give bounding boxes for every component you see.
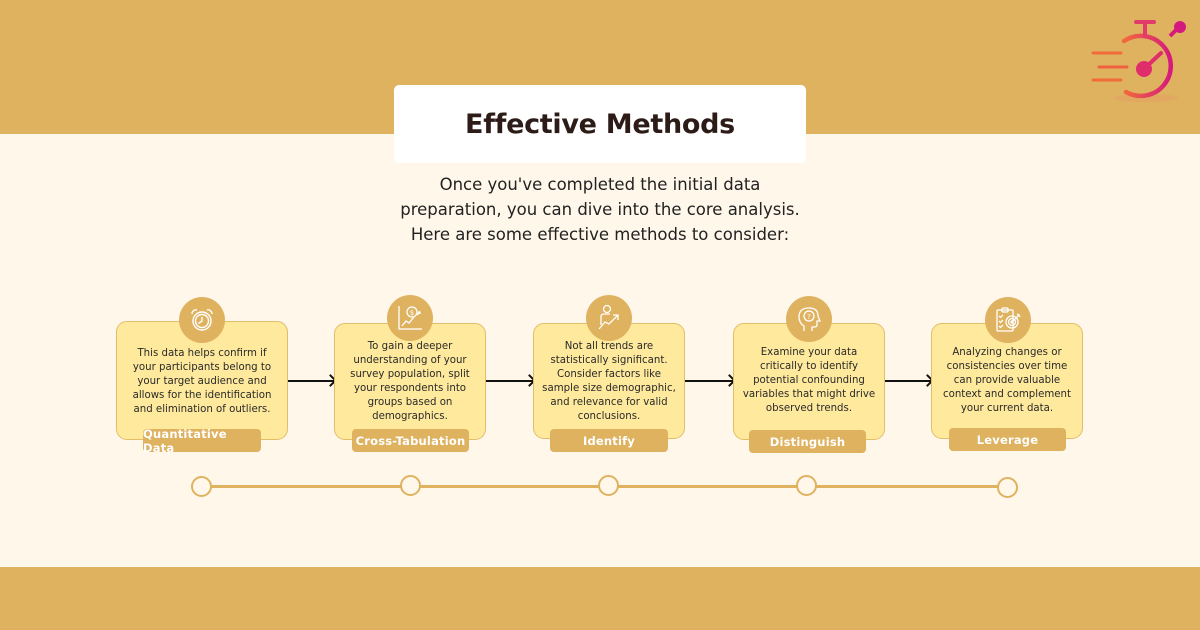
intro-line: Once you've completed the initial data xyxy=(439,175,761,194)
bottom-band xyxy=(0,567,1200,630)
step-text-line: your participants belong to xyxy=(132,362,272,373)
step-text-line: can provide valuable xyxy=(953,375,1061,386)
intro-line: preparation, you can dive into the core … xyxy=(400,200,800,219)
step-text-line: Not all trends are xyxy=(564,341,654,352)
step-label-distinguish: Distinguish xyxy=(749,430,866,453)
step-label-cross-tabulation: Cross-Tabulation xyxy=(352,429,469,452)
step-card-identify: Not all trends are statistically signifi… xyxy=(533,323,685,439)
step-text-line: context and complement xyxy=(942,389,1071,400)
step-text-line: survey population, split xyxy=(350,369,470,380)
step-icon-circle xyxy=(586,295,632,341)
svg-text:?: ? xyxy=(807,313,811,321)
step-text-line: understanding of your xyxy=(353,355,467,366)
arrow-connector xyxy=(685,380,733,382)
timeline-dot xyxy=(796,475,817,496)
timeline-dot xyxy=(598,475,619,496)
intro-text: Once you've completed the initial data p… xyxy=(380,172,820,247)
title-box: Effective Methods xyxy=(394,85,806,163)
timeline-dot xyxy=(997,477,1018,498)
clipboard-target-icon xyxy=(996,307,1021,332)
step-text-line: and elimination of outliers. xyxy=(133,404,271,415)
step-text-line: your current data. xyxy=(960,403,1054,414)
step-text-line: potential confounding xyxy=(753,375,865,386)
intro-line: Here are some effective methods to consi… xyxy=(410,225,790,244)
step-icon-circle: $ xyxy=(387,295,433,341)
step-text-line: allows for the identification xyxy=(132,390,272,401)
arrow-connector xyxy=(885,380,931,382)
step-text-line: To gain a deeper xyxy=(367,341,453,352)
step-text-line: your respondents into xyxy=(353,383,467,394)
step-text-line: groups based on xyxy=(367,397,453,408)
step-text-line: observed trends. xyxy=(765,403,853,414)
svg-text:$: $ xyxy=(410,309,414,317)
head-question-icon: ? xyxy=(798,307,821,331)
arrow-connector xyxy=(288,380,334,382)
step-text-line: demographics. xyxy=(372,411,448,422)
step-text-line: This data helps confirm if xyxy=(137,348,267,359)
step-icon-circle xyxy=(985,297,1031,343)
step-label-identify: Identify xyxy=(550,429,668,452)
step-text-line: Consider factors like xyxy=(557,369,661,380)
person-growth-icon xyxy=(598,304,619,330)
step-text-line: consistencies over time xyxy=(946,361,1068,372)
step-text-line: Examine your data xyxy=(760,347,858,358)
stopwatch-speed-icon xyxy=(1091,20,1186,102)
step-label-leverage: Leverage xyxy=(949,428,1066,451)
step-text-line: and relevance for valid xyxy=(550,397,668,408)
step-text-line: Analyzing changes or xyxy=(952,347,1062,358)
step-text-line: your target audience and xyxy=(137,376,267,387)
step-text-line: statistically significant. xyxy=(550,355,668,366)
step-icon-circle xyxy=(179,297,225,343)
step-label-quantitative-data: Quantitative Data xyxy=(143,427,261,455)
step-text-line: sample size demographic, xyxy=(542,383,676,394)
step-text-line: variables that might drive xyxy=(742,389,876,400)
timeline-dot xyxy=(400,475,421,496)
step-icon-circle: ? xyxy=(786,296,832,342)
timeline-dot xyxy=(191,476,212,497)
step-text-line: critically to identify xyxy=(760,361,858,372)
step-text-line: conclusions. xyxy=(577,411,641,422)
dollar-chart-icon: $ xyxy=(398,306,422,330)
arrow-connector xyxy=(486,380,533,382)
page-title: Effective Methods xyxy=(465,108,735,140)
alarm-clock-icon xyxy=(191,309,213,331)
